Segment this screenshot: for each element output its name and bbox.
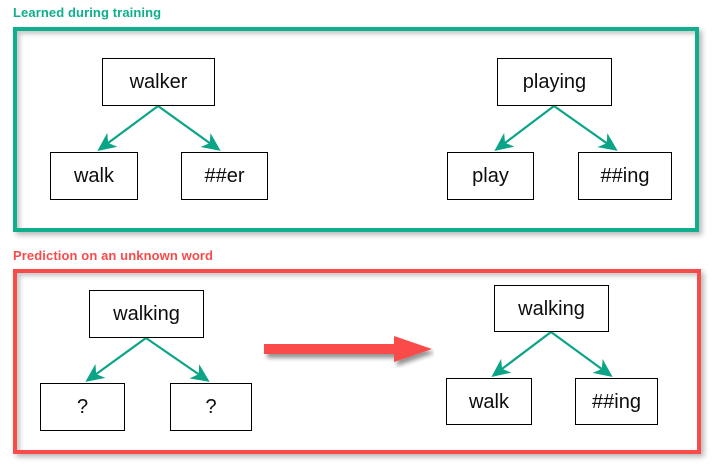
tree-playing-edges — [494, 105, 618, 151]
section-caption-prediction: Prediction on an unknown word — [13, 248, 214, 263]
node-label: walker — [129, 71, 188, 93]
node-label: walking — [113, 303, 180, 325]
node-label: walk — [468, 390, 509, 413]
node-playing-child-play: play — [447, 152, 534, 200]
node-label: play — [472, 165, 509, 187]
node-label: walking — [518, 297, 585, 320]
node-walking-unknown-root: walking — [89, 290, 204, 338]
tree-walking-resolved-edges — [491, 331, 613, 377]
tree-walker-edges — [97, 105, 221, 151]
panel-prediction-unknown-word: walking ? ? — [13, 269, 701, 454]
node-walking-unknown-child-left: ? — [40, 383, 125, 431]
tree-walking-unknown-edges — [85, 337, 210, 382]
red-right-arrow-icon — [264, 336, 432, 362]
node-walker-child-walk: walk — [50, 152, 138, 200]
node-walking-unknown-child-right: ? — [170, 383, 252, 431]
node-label: ? — [205, 396, 217, 418]
node-label: ##er — [204, 165, 245, 187]
node-label: ? — [76, 396, 89, 418]
node-label: playing — [522, 71, 587, 93]
node-walking-resolved-root: walking — [494, 285, 609, 332]
node-label: ##ing — [600, 165, 650, 187]
node-label: ##ing — [592, 390, 641, 413]
node-label: walk — [73, 165, 114, 187]
panel-learned-during-training: walker walk ##er — [13, 27, 699, 232]
section-caption-learned: Learned during training — [13, 5, 162, 20]
node-walker-child-er: ##er — [181, 152, 268, 200]
node-walking-resolved-child-ing: ##ing — [575, 378, 658, 425]
node-walking-resolved-child-walk: walk — [446, 378, 532, 425]
node-playing-child-ing: ##ing — [578, 152, 672, 200]
node-walker-root: walker — [102, 58, 215, 106]
node-playing-root: playing — [497, 58, 612, 106]
